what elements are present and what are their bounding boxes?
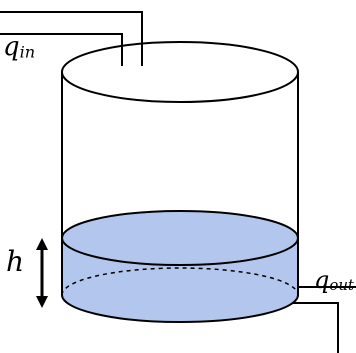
- tank-bottom-hidden-edge: [61, 267, 299, 296]
- tank-top-rim: [61, 41, 299, 103]
- tank-bottom-edge: [61, 294, 299, 323]
- inlet-pipe-outer: [0, 11, 143, 66]
- outflow-label: qout: [314, 266, 354, 295]
- inlet-pipe-inner: [0, 33, 123, 66]
- inflow-label: qin: [3, 32, 36, 62]
- liquid-surface: [61, 210, 299, 266]
- level-label: h: [6, 245, 25, 278]
- outlet-pipe-lower: [293, 302, 339, 353]
